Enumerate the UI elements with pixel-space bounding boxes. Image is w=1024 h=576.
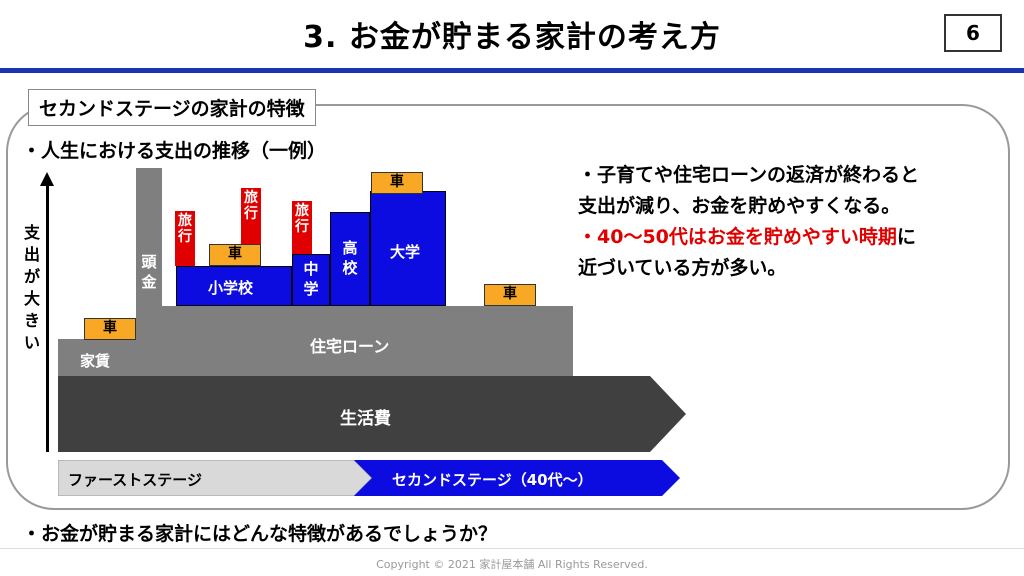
bullet-line-2: 支出が減り、お金を貯めやすくなる。 [578, 195, 901, 217]
y-axis-line [46, 182, 49, 452]
university-block [370, 191, 446, 306]
header-rule [0, 68, 1024, 73]
rent-block [58, 339, 136, 376]
travel-expense-1: 旅行 [175, 211, 195, 266]
stage-arrows [58, 460, 680, 496]
high-school-block [330, 212, 370, 306]
middle-school-label: 中学 [303, 260, 319, 298]
copyright: Copyright © 2021 家計屋本舗 All Rights Reserv… [376, 558, 648, 571]
travel-expense-3: 旅行 [292, 201, 312, 254]
elementary-school-label: 小学校 [208, 279, 254, 297]
bullet-line-3: ・40～50代はお金を貯めやすい時期に [578, 222, 916, 253]
living-cost-label: 生活費 [340, 409, 391, 429]
mortgage-block [162, 306, 573, 376]
first-stage-label: ファーストステージ [68, 471, 202, 489]
car-expense-1: 車 [84, 318, 136, 340]
content-frame [6, 104, 1010, 510]
down-payment-label: 頭金 [141, 253, 157, 291]
highlight-text: ・40～50代はお金を貯めやすい時期 [578, 226, 897, 248]
car-expense-2: 車 [209, 244, 261, 266]
bullet-line-3-rest: に [896, 226, 916, 248]
elementary-school-block [176, 266, 292, 306]
section-label: セカンドステージの家計の特徴 [28, 89, 316, 126]
mortgage-label: 住宅ローン [310, 337, 390, 356]
footer-rule [0, 548, 1024, 549]
bullet-line-4: 近づいている方が多い。 [578, 257, 787, 279]
page-number: 6 [944, 14, 1002, 52]
car-expense-4: 車 [484, 284, 536, 306]
middle-school-block [292, 254, 330, 306]
subheading: ・人生における支出の推移（一例） [22, 140, 327, 162]
bullet-line-1: ・子育てや住宅ローンの返済が終わると [578, 164, 920, 186]
y-axis-label: 支出が大きい [23, 223, 40, 352]
rent-label: 家賃 [80, 352, 111, 370]
footer-question: ・お金が貯まる家計にはどんな特徴があるでしょうか？ [22, 523, 498, 545]
high-school-label: 高校 [342, 239, 358, 277]
university-label: 大学 [390, 243, 421, 261]
down-payment-block [136, 168, 162, 376]
living-cost-arrow [58, 376, 686, 452]
y-axis-arrowhead [40, 172, 54, 186]
second-stage-label: セカンドステージ（40代～） [392, 471, 593, 489]
travel-expense-2: 旅行 [241, 188, 261, 244]
car-expense-3: 車 [371, 172, 423, 194]
page-title: 3. お金が貯まる家計の考え方 [303, 20, 721, 55]
